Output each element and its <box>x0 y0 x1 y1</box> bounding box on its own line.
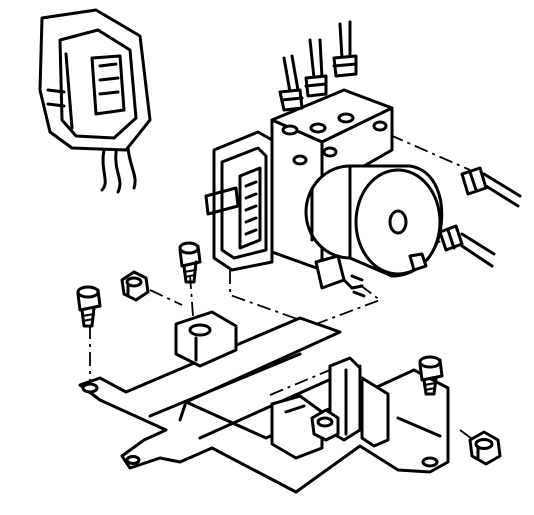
bolts <box>76 241 444 396</box>
brake-lines-top <box>278 20 358 112</box>
nuts <box>120 270 502 466</box>
nut-center <box>310 408 340 442</box>
bolt-right <box>418 355 444 396</box>
brake-lines-side <box>438 166 522 268</box>
hydraulic-unit <box>204 88 444 298</box>
nut-right <box>468 430 502 466</box>
connector-detail <box>38 8 152 194</box>
nut-left <box>120 270 150 302</box>
bolt-center <box>178 241 202 284</box>
mounting-bracket <box>78 310 450 494</box>
bolt-left <box>76 285 102 328</box>
